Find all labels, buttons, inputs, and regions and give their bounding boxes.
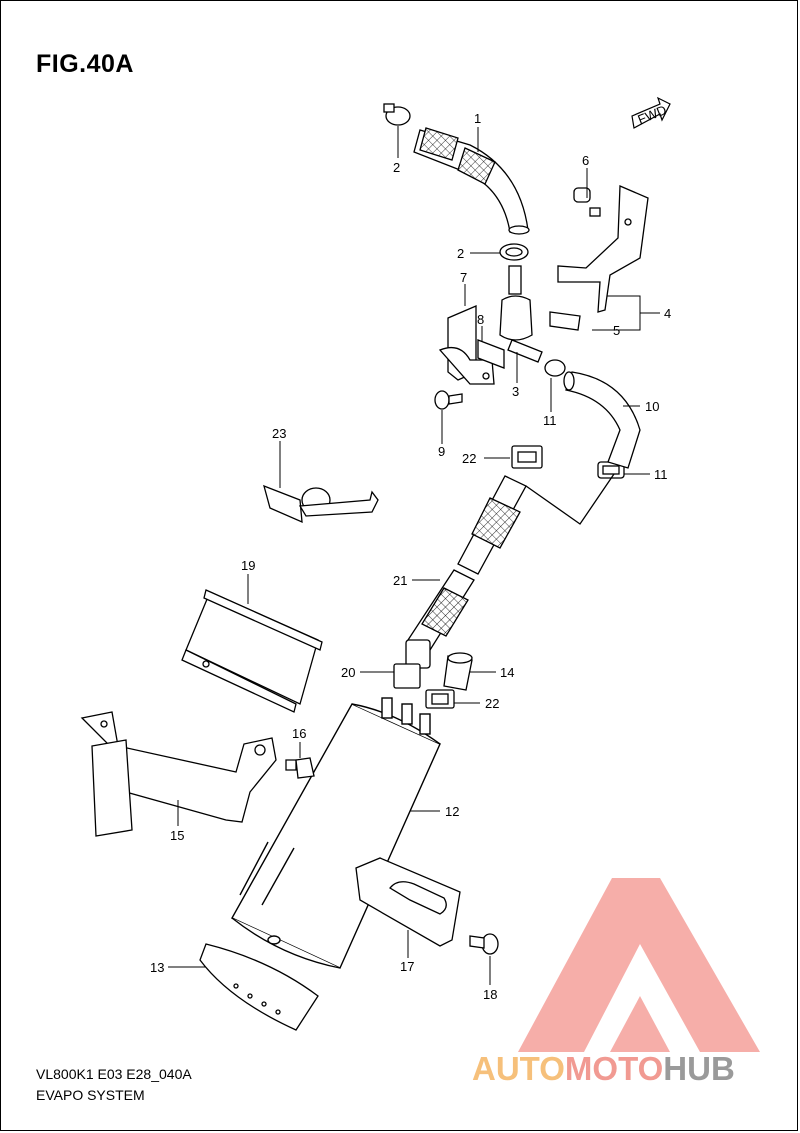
callout-10: 10 — [645, 399, 659, 414]
callout-19: 19 — [241, 558, 255, 573]
section-name: EVAPO SYSTEM — [36, 1087, 145, 1103]
callout-2-mid: 2 — [457, 246, 464, 261]
fitting-20 — [393, 639, 431, 689]
callout-22-upper: 22 — [462, 451, 476, 466]
clip-5 — [549, 311, 581, 331]
callout-18: 18 — [483, 987, 497, 1002]
hose-10 — [563, 371, 641, 469]
watermark-logo-inner — [610, 996, 670, 1052]
callout-23: 23 — [272, 426, 286, 441]
callout-16: 16 — [292, 726, 306, 741]
cover-19 — [181, 589, 323, 713]
callout-11-lower: 11 — [654, 467, 668, 482]
callout-22-lower: 22 — [485, 696, 499, 711]
callout-1: 1 — [474, 111, 481, 126]
strap-17 — [355, 857, 461, 947]
hose-clamp-11-lower — [597, 461, 625, 479]
callout-7: 7 — [460, 270, 467, 285]
screw-18 — [469, 933, 499, 955]
check-valve — [499, 265, 543, 363]
callout-5: 5 — [613, 323, 620, 338]
callout-12: 12 — [445, 804, 459, 819]
bracket-15 — [80, 711, 277, 837]
callout-21: 21 — [393, 573, 407, 588]
watermark-auto: AUTO — [472, 1050, 565, 1087]
callout-13: 13 — [150, 960, 164, 975]
callout-labels: 1 2 2 3 4 5 6 7 8 9 10 11 11 12 13 14 15… — [150, 111, 671, 1002]
hose-clamp-top — [383, 103, 411, 126]
watermark-text: AUTOMOTOHUB — [472, 1050, 735, 1088]
callout-2-top: 2 — [393, 160, 400, 175]
callout-14: 14 — [500, 665, 514, 680]
clip-23 — [263, 484, 379, 524]
callout-3: 3 — [512, 384, 519, 399]
bracket-7 — [438, 305, 505, 385]
fitting-22-upper — [511, 445, 543, 469]
callout-17: 17 — [400, 959, 414, 974]
cap-13 — [199, 943, 319, 1031]
fwd-arrow-icon: FWD — [631, 96, 671, 129]
callout-9: 9 — [438, 444, 445, 459]
bolt-16 — [285, 757, 315, 779]
upper-hose — [413, 127, 530, 235]
canister-12 — [231, 697, 441, 969]
hose-clamp-mid — [499, 243, 529, 261]
callout-6: 6 — [582, 153, 589, 168]
callout-4: 4 — [664, 306, 671, 321]
bracket-4 — [557, 185, 649, 313]
watermark-moto: MOTO — [564, 1050, 664, 1087]
callout-15: 15 — [170, 828, 184, 843]
screw-9 — [434, 390, 463, 410]
leader-lines — [168, 126, 660, 985]
fitting-22-lower — [425, 689, 455, 709]
callout-11-upper: 11 — [543, 413, 557, 428]
callout-20: 20 — [341, 665, 355, 680]
watermark-logo-outer — [518, 878, 760, 1052]
fwd-label: FWD — [636, 102, 669, 127]
plug-14 — [443, 652, 473, 691]
watermark-logo — [518, 878, 760, 1052]
hose-21 — [407, 473, 615, 651]
figure-title: FIG.40A — [36, 50, 134, 78]
hose-clamp-11-upper — [544, 359, 566, 377]
model-code: VL800K1 E03 E28_040A — [36, 1066, 192, 1082]
watermark-hub: HUB — [663, 1050, 735, 1087]
callout-8: 8 — [477, 312, 484, 327]
